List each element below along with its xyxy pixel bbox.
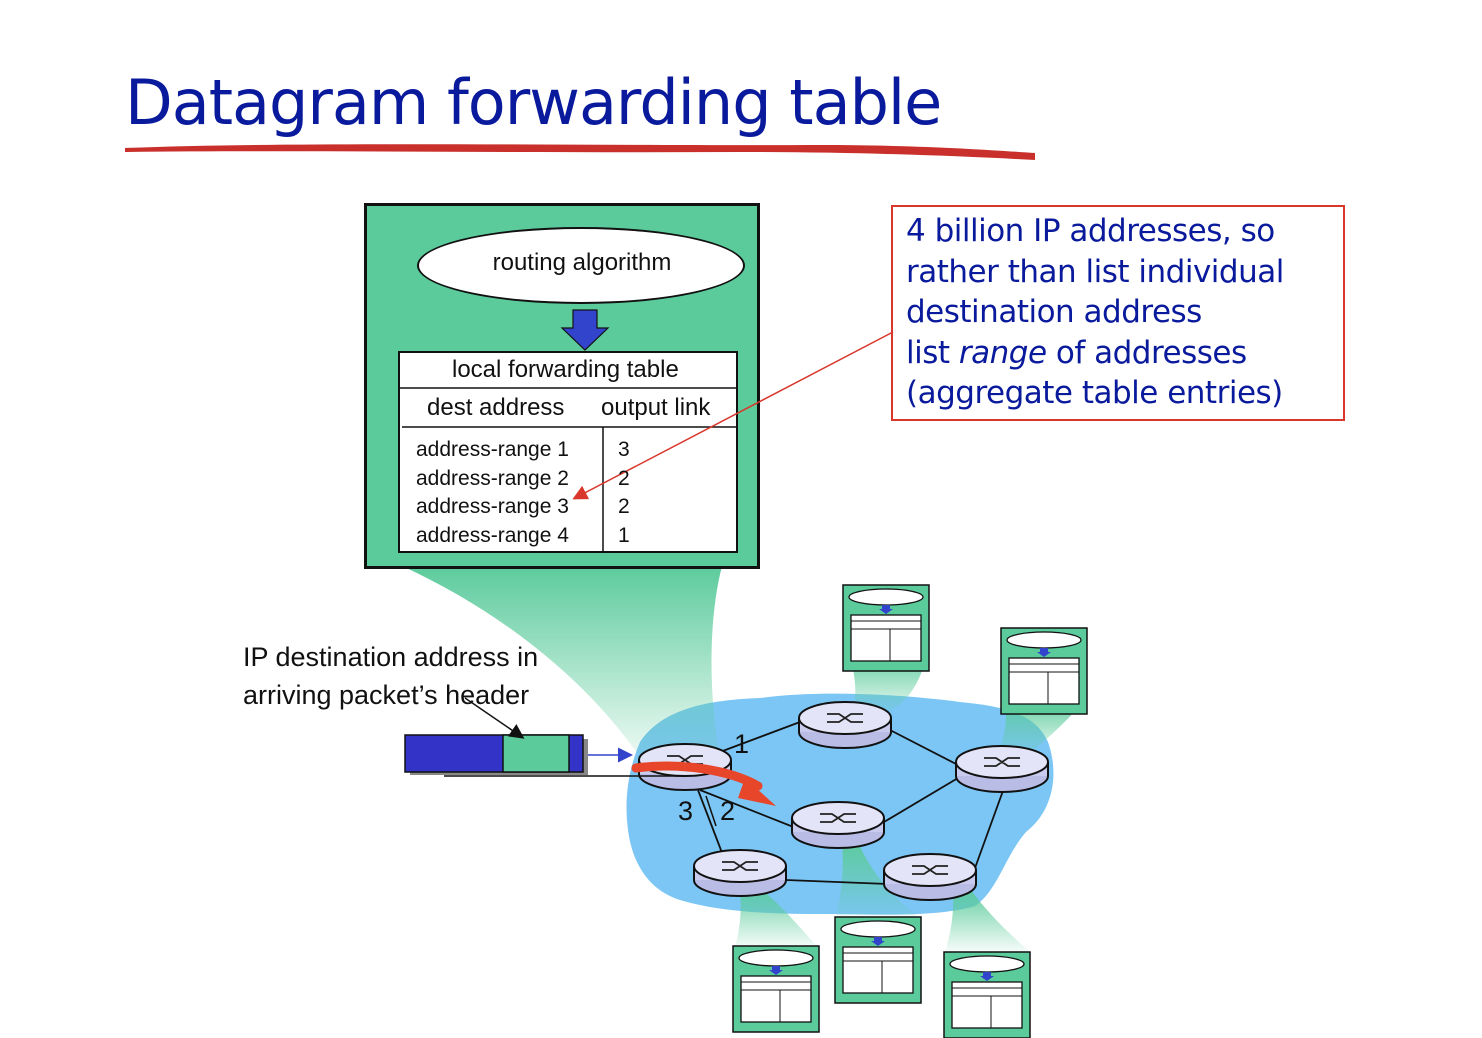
mini-table-bottom-mid: [834, 916, 922, 1004]
table-row-1-dest: address-range 1: [416, 438, 569, 461]
note-line-4-italic: range: [958, 334, 1047, 371]
header-pointer: [464, 697, 525, 739]
note-line-3: destination address: [906, 294, 1202, 330]
mini-table-bottom-right: [943, 951, 1031, 1038]
mini-table-top: [842, 584, 930, 672]
title-underline: [125, 144, 1035, 160]
router-bottom-right: [883, 853, 977, 901]
network-links: [697, 721, 1005, 885]
table-row-4-dest: address-range 4: [416, 524, 569, 547]
table-row-2-link: 2: [618, 467, 630, 490]
beam-bottom-right: [945, 886, 1030, 952]
router-center: [791, 801, 885, 849]
table-row-3-link: 2: [618, 495, 630, 518]
note-line-4-post: of addresses: [1046, 334, 1247, 371]
forward-arrow-head: [738, 778, 776, 806]
router-top: [798, 701, 892, 749]
router-right: [955, 745, 1049, 793]
note-line-4: list range of addresses: [906, 333, 1284, 374]
note-line-4-pre: list: [906, 334, 959, 371]
mini-table-right: [1000, 627, 1088, 715]
col-header-link: output link: [601, 394, 711, 421]
table-title: local forwarding table: [452, 356, 679, 383]
port-divider: [705, 795, 717, 827]
table-row-2-dest: address-range 2: [416, 467, 569, 490]
routing-algorithm-label: routing algorithm: [492, 249, 672, 276]
routing-algorithm-ellipse: [417, 227, 745, 304]
mini-table-bottom-left: [732, 945, 820, 1033]
note-box: [891, 205, 1345, 421]
main-beam: [402, 566, 722, 770]
packet: [404, 734, 686, 777]
note-text: 4 billion IP addresses, so rather than l…: [906, 211, 1284, 414]
router-bottom-left: [693, 849, 787, 897]
beam-bottom-left: [735, 882, 818, 948]
col-header-dest: dest address: [427, 394, 565, 421]
packet-caption: IP destination address in arriving packe…: [243, 638, 538, 714]
port-label-3: 3: [678, 796, 694, 826]
port-label-2: 2: [720, 796, 736, 826]
port-label-1: 1: [734, 729, 750, 759]
note-line-5: (aggregate table entries): [906, 375, 1283, 411]
caption-line-1: IP destination address in: [243, 642, 539, 672]
note-line-1: 4 billion IP addresses, so: [906, 213, 1275, 249]
table-row-1-link: 3: [618, 438, 630, 461]
caption-line-2: arriving packet’s header: [243, 680, 530, 710]
table-row-3-dest: address-range 3: [416, 495, 569, 518]
table-row-4-link: 1: [618, 524, 630, 547]
beam-bottom-mid: [835, 842, 920, 918]
page-title: Datagram forwarding table: [125, 66, 942, 139]
note-line-2: rather than list individual: [906, 253, 1284, 290]
